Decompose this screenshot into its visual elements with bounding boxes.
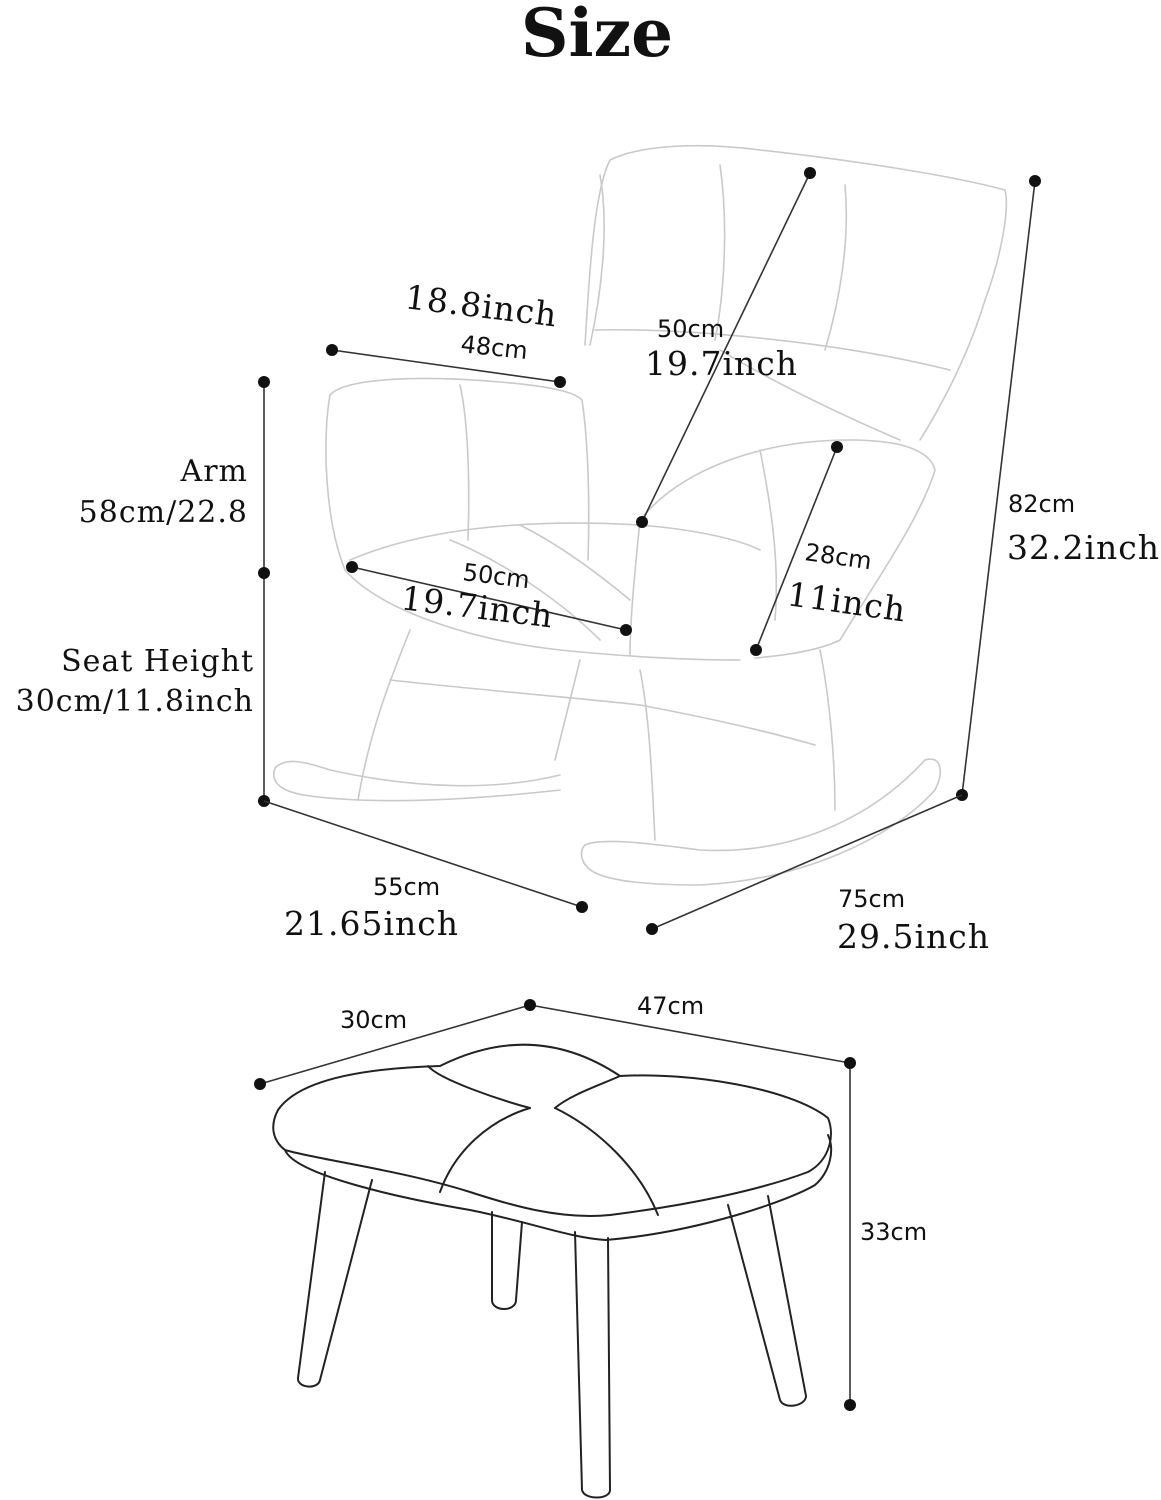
seat-depth-cm: 28cm [803,538,873,575]
ottoman-illustration [272,1043,833,1499]
dimension-dot [258,376,270,388]
dimension-dot [258,567,270,579]
depth-cm: 55cm [373,873,440,901]
depth-line [263,800,583,908]
page-title: Size [521,0,673,72]
chair-dimension-lines [258,167,1041,935]
dimension-dot [524,999,536,1011]
back-width-line [641,172,811,523]
length-inch: 29.5inch [837,917,990,956]
dimension-dot [620,624,632,636]
dimension-dot [646,923,658,935]
ottoman-height-label: 33cm [860,1218,927,1246]
seat-width-inch: 19.7inch [399,578,556,635]
total-height-inch: 32.2inch [1007,528,1160,567]
dimension-dot [1029,175,1041,187]
seat-height-value: 30cm/11.8inch [16,684,254,719]
chair-labels: 18.8inch 48cm 50cm 19.7inch Arm 58cm/22.… [16,277,1160,956]
ottoman-depth-label: 30cm [340,1006,407,1034]
back-width-inch: 19.7inch [645,344,798,383]
ottoman-width-label: 47cm [637,992,704,1020]
seat-width-line [351,566,627,631]
dimension-dot [804,167,816,179]
arm-height-label: Arm [180,454,248,489]
dimension-dot [576,901,588,913]
arm-width-cm: 48cm [459,330,529,365]
total-height-line [961,180,1036,796]
dimension-dot [844,1057,856,1069]
total-height-cm: 82cm [1008,490,1075,518]
depth-inch: 21.65inch [284,904,459,943]
length-line [651,794,963,930]
dimension-dot [844,1399,856,1411]
rocking-chair-illustration [273,144,1008,886]
seat-depth-inch: 11inch [785,574,909,629]
arm-width-inch: 18.8inch [403,277,560,334]
dimension-dot [831,441,843,453]
dimension-dot [254,1078,266,1090]
arm-height-value: 58cm/22.8 [79,495,248,530]
dimension-dot [326,344,338,356]
dimension-dot [636,516,648,528]
dimension-dot [346,561,358,573]
ottoman-depth-line [259,1004,531,1085]
ottoman-dimension-lines [254,999,856,1411]
seat-depth-line [755,446,838,651]
dimension-dot [750,644,762,656]
dimension-dot [554,376,566,388]
ottoman-width-line [529,1004,851,1064]
back-width-cm: 50cm [657,315,724,343]
seat-height-label: Seat Height [61,644,254,679]
length-cm: 75cm [838,885,905,913]
ottoman-labels: 30cm 47cm 33cm [340,992,927,1246]
arm-width-line [331,349,561,383]
